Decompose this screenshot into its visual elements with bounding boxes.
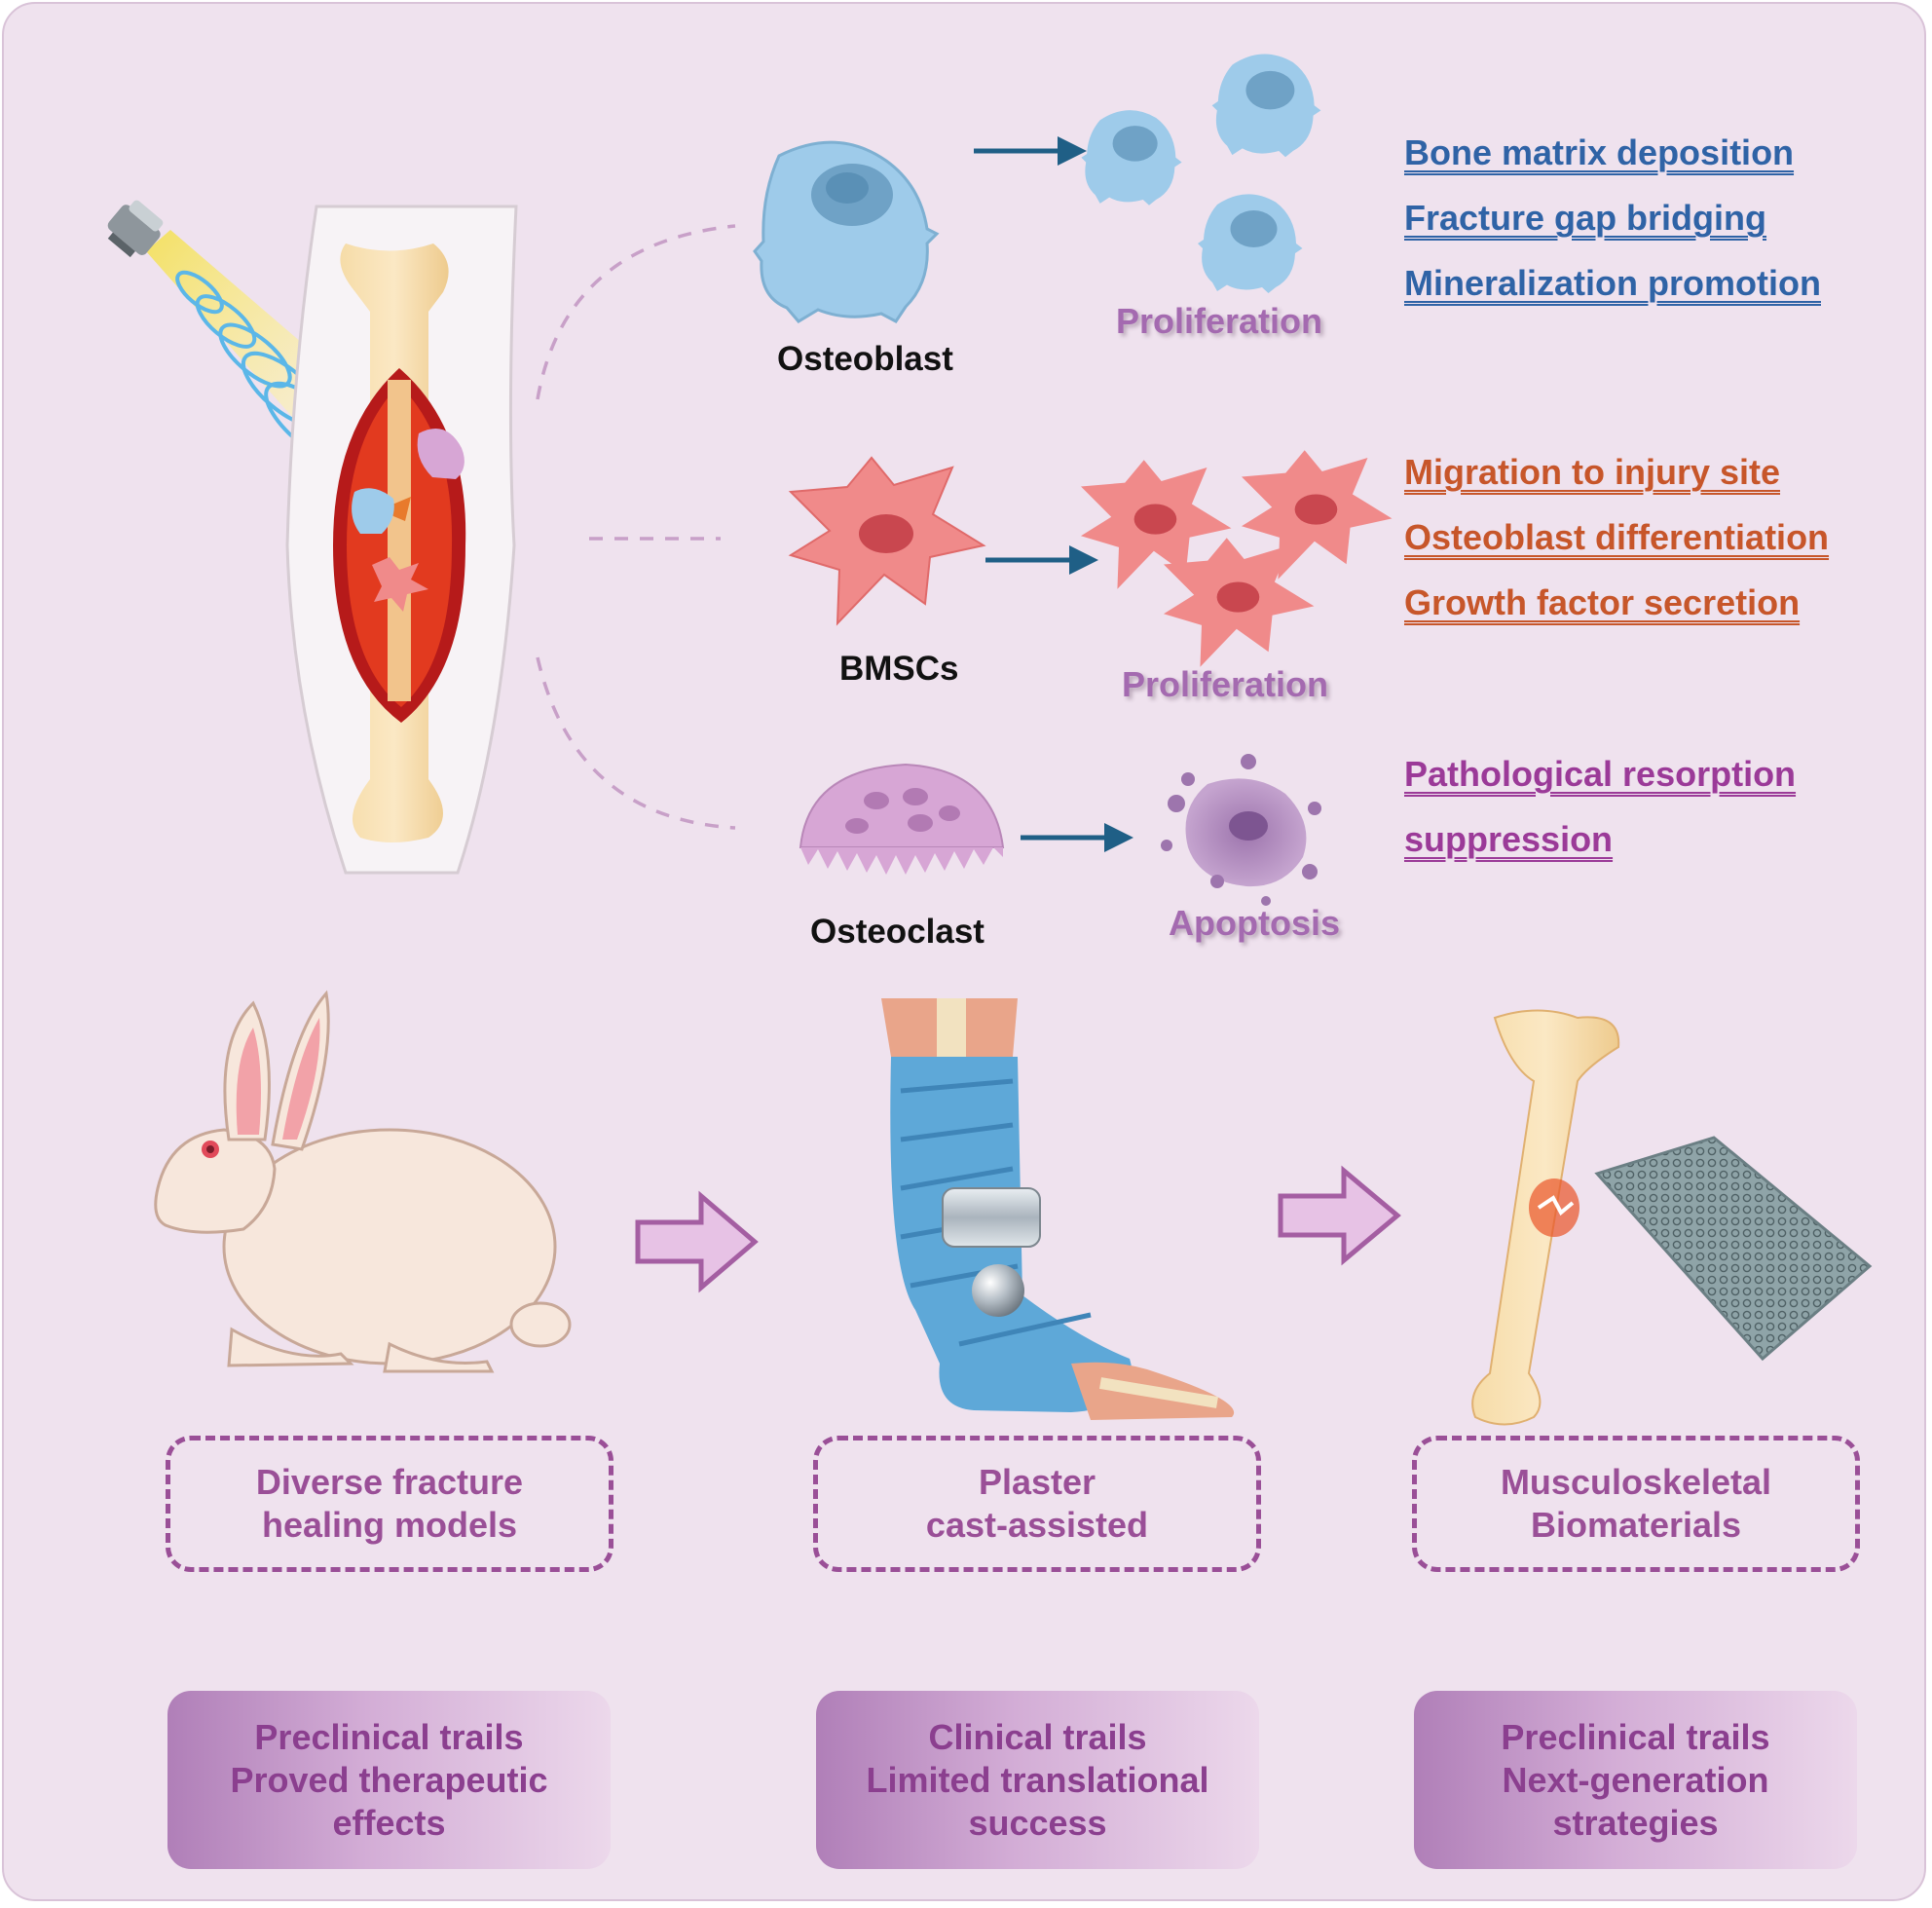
bone-scaffold-icon	[1471, 1009, 1873, 1426]
leg-fracture-illustration	[285, 205, 518, 875]
bmsc-cell-icon	[788, 456, 986, 626]
trial-box-line: success	[968, 1802, 1107, 1843]
approach-box-line: Diverse fracture	[255, 1462, 524, 1502]
bmsc-offspring-icon	[1081, 450, 1393, 667]
osteoblast-result-label: Proliferation	[1116, 301, 1323, 341]
osteoblast-cell-icon	[753, 140, 940, 323]
approach-box-line: healing models	[261, 1505, 518, 1545]
osteoclast-result-label: Apoptosis	[1169, 903, 1340, 943]
ankle-brace-icon	[881, 998, 1235, 1420]
approach-box-line: Plaster	[978, 1462, 1096, 1502]
effect-osteoblast-differentiation: Osteoblast differentiation	[1404, 517, 1830, 557]
trial-box-line: Proved therapeutic	[230, 1759, 548, 1800]
trial-box-line: effects	[332, 1802, 446, 1843]
trial-box-line: Preclinical trails	[254, 1716, 524, 1757]
trial-box-line: Limited translational	[866, 1759, 1209, 1800]
approach-box-line: Musculoskeletal	[1500, 1462, 1772, 1502]
effect-suppression: suppression	[1404, 819, 1614, 859]
approach-box-biomaterials: Musculoskeletal Biomaterials	[1412, 1436, 1860, 1572]
connector-osteoclast	[536, 656, 736, 830]
approach-box-cast: Plaster cast-assisted	[813, 1436, 1261, 1572]
trial-box-line: Clinical trails	[928, 1716, 1147, 1757]
trial-box-clinical: Clinical trails Limited translational su…	[816, 1691, 1259, 1869]
approach-box-line: Biomaterials	[1530, 1505, 1742, 1545]
effect-mineralization-promotion: Mineralization promotion	[1404, 263, 1821, 303]
effect-pathological-resorption: Pathological resorption	[1404, 754, 1797, 794]
approach-box-line: cast-assisted	[925, 1505, 1149, 1545]
osteoclast-cell-icon	[799, 763, 1005, 875]
apoptosis-icon	[1161, 754, 1321, 906]
bmscs-result-label: Proliferation	[1122, 664, 1329, 704]
effect-migration-to-injury-site: Migration to injury site	[1404, 452, 1781, 492]
bmscs-label: BMSCs	[839, 650, 959, 688]
osteoclast-label: Osteoclast	[810, 913, 985, 951]
osteoblast-offspring-icon	[1081, 54, 1321, 293]
effect-bone-matrix-deposition: Bone matrix deposition	[1404, 132, 1795, 172]
trial-box-preclinical-1: Preclinical trails Proved therapeutic ef…	[167, 1691, 611, 1869]
effect-fracture-gap-bridging: Fracture gap bridging	[1404, 198, 1767, 238]
connector-osteoblast	[536, 224, 736, 400]
trial-box-line: Next-generation	[1502, 1759, 1769, 1800]
flow-arrow-2-icon	[1278, 1165, 1401, 1266]
trial-box-line: Preclinical trails	[1501, 1716, 1770, 1757]
effect-growth-factor-secretion: Growth factor secretion	[1404, 582, 1801, 622]
trial-box-line: strategies	[1552, 1802, 1719, 1843]
trial-box-preclinical-2: Preclinical trails Next-generation strat…	[1414, 1691, 1857, 1869]
osteoblast-label: Osteoblast	[777, 340, 953, 378]
flow-arrow-1-icon	[635, 1190, 759, 1293]
rabbit-icon	[154, 990, 572, 1373]
approach-box-models: Diverse fracture healing models	[166, 1436, 613, 1572]
